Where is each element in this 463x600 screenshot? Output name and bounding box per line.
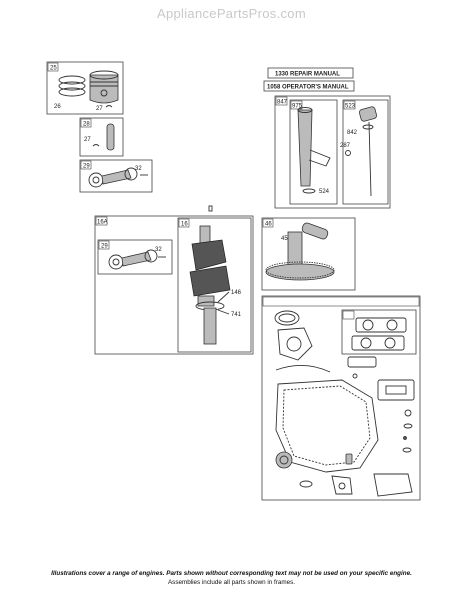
repair-manual-item[interactable]: 1330 REPAIR MANUAL [267, 67, 354, 79]
piston-drawing [89, 70, 119, 104]
operators-manual-label: 1058 OPERATOR'S MANUAL [267, 85, 349, 91]
connecting-rod-drawing [88, 167, 138, 188]
part-865-drawing [345, 453, 353, 465]
connecting-rod-drawing-b [108, 249, 158, 270]
footer-disclaimer: Illustrations cover a range of engines. … [51, 570, 412, 577]
tag-16: 16 [181, 222, 188, 228]
part-741: 741 [231, 312, 242, 318]
seal-842-icon [402, 447, 412, 453]
part-32: 32 [135, 166, 142, 172]
ring-276-icon [404, 409, 412, 417]
tag-29-b: 29 [101, 244, 108, 250]
frame-46-camshaft[interactable]: 46 45 [261, 217, 356, 291]
frame-847-dipstick-tube[interactable]: 847 975 524 287 523 842 [274, 95, 391, 209]
piston-pin-drawing [106, 123, 115, 151]
part-45: 45 [281, 236, 288, 242]
repair-manual-label: 1330 REPAIR MANUAL [275, 72, 340, 78]
gasket-7-drawing [277, 327, 313, 361]
part-24-item[interactable] [208, 205, 213, 212]
tag-975: 975 [292, 104, 303, 110]
o-ring-icon [302, 188, 316, 194]
footer-notes: Illustrations cover a range of engines. … [0, 569, 463, 587]
dipstick-tube-drawing [297, 107, 331, 187]
frame-16a-crankshaft-assembly[interactable]: 16A 29 32 16 146 741 [94, 215, 254, 355]
frame-29-connecting-rod[interactable]: 29 32 [79, 159, 153, 193]
watermark: AppliancePartsPros.com [157, 6, 306, 21]
tag-847: 847 [277, 100, 288, 106]
ring-524-icon [403, 423, 413, 429]
frame-358a-engine-gasket-set[interactable] [261, 295, 421, 501]
part-287: 287 [340, 143, 351, 149]
tag-25: 25 [50, 66, 57, 72]
part-26: 26 [54, 104, 61, 110]
crankshaft-drawing [189, 225, 231, 345]
tag-28: 28 [83, 122, 90, 128]
gasket-3-drawing [274, 310, 300, 326]
ring-943-icon [299, 480, 313, 488]
oil-seal-20-drawing [275, 451, 293, 469]
tag-46: 46 [265, 222, 272, 228]
gasket-51e-drawing [347, 356, 377, 368]
part-842: 842 [347, 130, 358, 136]
gasket-1022-drawing [373, 473, 413, 497]
frame-28-piston-pin[interactable]: 28 27 [79, 117, 124, 157]
camshaft-drawing [265, 222, 335, 281]
gasket-9-drawing [275, 365, 331, 373]
frame-25-piston-assembly[interactable]: 25 26 27 [46, 61, 124, 115]
tag-523: 523 [345, 104, 356, 110]
dipstick-drawing [358, 106, 378, 197]
screw-icon [345, 150, 351, 156]
piston-rings-drawing [58, 75, 86, 97]
crankcase-gasket-drawing [275, 379, 379, 473]
part-27-b: 27 [84, 137, 91, 143]
footer-assemblies-note: Assemblies include all parts shown in fr… [167, 579, 296, 586]
tag-16a: 16A [97, 220, 108, 226]
seal-icon [362, 124, 374, 130]
circlip-icon [92, 144, 100, 147]
circlip-icon [105, 105, 113, 108]
part-27: 27 [96, 106, 103, 112]
part-524: 524 [319, 189, 330, 195]
operators-manual-item[interactable]: 1058 OPERATOR'S MANUAL [263, 80, 355, 92]
gasket-163-drawing [377, 379, 415, 401]
part-146: 146 [231, 290, 242, 296]
washer-icon [352, 373, 358, 379]
gasket-883-drawing [331, 475, 353, 495]
tag-29: 29 [83, 164, 90, 170]
head-gasket-drawing [351, 317, 407, 351]
washer-691-icon [403, 436, 407, 440]
part-32-b: 32 [155, 247, 162, 253]
